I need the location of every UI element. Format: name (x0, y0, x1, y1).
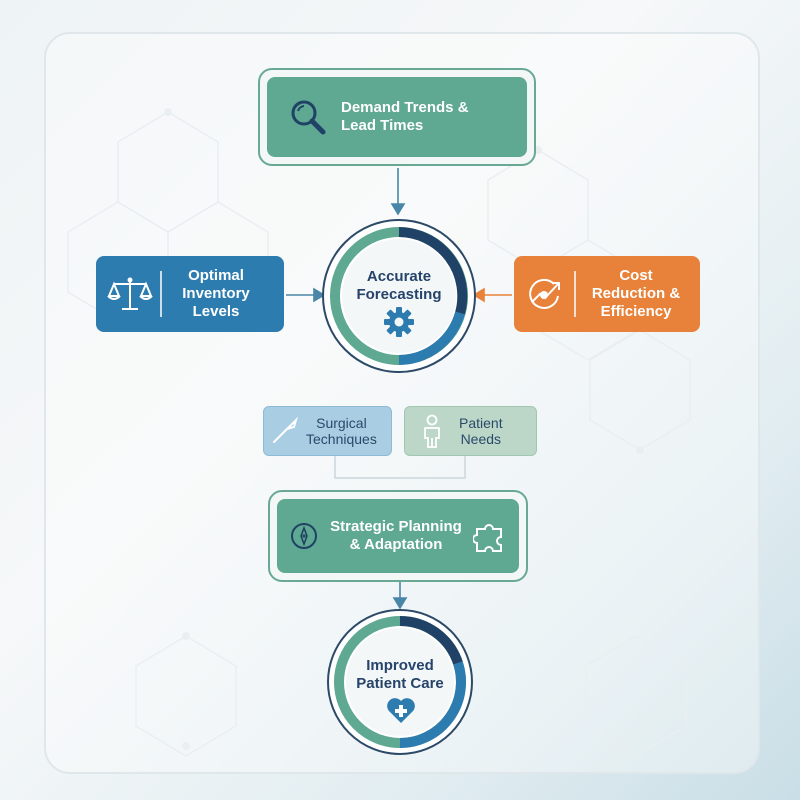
patient-needs-tag: Patient Needs (404, 406, 537, 456)
person-icon (419, 414, 445, 448)
surgical-label-line1: Surgical (316, 415, 367, 431)
patient-care-node: Improved Patient Care (326, 608, 474, 756)
cost-label-line3: Efficiency (600, 303, 672, 320)
puzzle-icon (472, 519, 507, 553)
patient-needs-label-line2: Needs (460, 431, 502, 447)
inventory-divider (160, 271, 162, 317)
patient-care-label-line2: Patient Care (356, 675, 444, 692)
surgical-techniques-tag: Surgical Techniques (263, 406, 392, 456)
patient-needs-label-line1: Patient (459, 415, 503, 431)
strategic-planning-node: Strategic Planning & Adaptation (277, 499, 519, 573)
forecasting-label-line1: Accurate (366, 268, 432, 285)
compass-icon (289, 521, 319, 551)
heart-plus-icon (386, 696, 416, 724)
cost-reduction-node: Cost Reduction & Efficiency (514, 256, 700, 332)
cost-label-line1: Cost (619, 267, 653, 284)
scalpel-icon (270, 416, 300, 446)
strategic-label-line1: Strategic Planning (330, 518, 462, 535)
demand-trends-node: Demand Trends & Lead Times (267, 77, 527, 157)
demand-label-line2: Lead Times (341, 117, 424, 134)
inventory-label-line2: Inventory (182, 285, 250, 302)
forecasting-label-line2: Forecasting (356, 286, 442, 303)
patient-care-ring (327, 609, 473, 755)
gear-icon (383, 306, 415, 338)
inventory-label-line3: Levels (192, 303, 240, 320)
inventory-label-line1: Optimal (188, 267, 244, 284)
cost-divider (574, 271, 576, 317)
trend-target-icon (524, 274, 568, 314)
patient-care-label-line1: Improved (366, 657, 434, 674)
forecasting-node: Accurate Forecasting (321, 218, 477, 374)
scale-icon (106, 274, 154, 314)
strategic-label-line2: & Adaptation (349, 536, 443, 553)
surgical-label-line2: Techniques (306, 431, 377, 447)
optimal-inventory-node: Optimal Inventory Levels (96, 256, 284, 332)
demand-label-line1: Demand Trends & (341, 99, 469, 116)
magnifier-icon (289, 98, 327, 136)
forecasting-ring (322, 219, 476, 373)
cost-label-line2: Reduction & (591, 285, 681, 302)
